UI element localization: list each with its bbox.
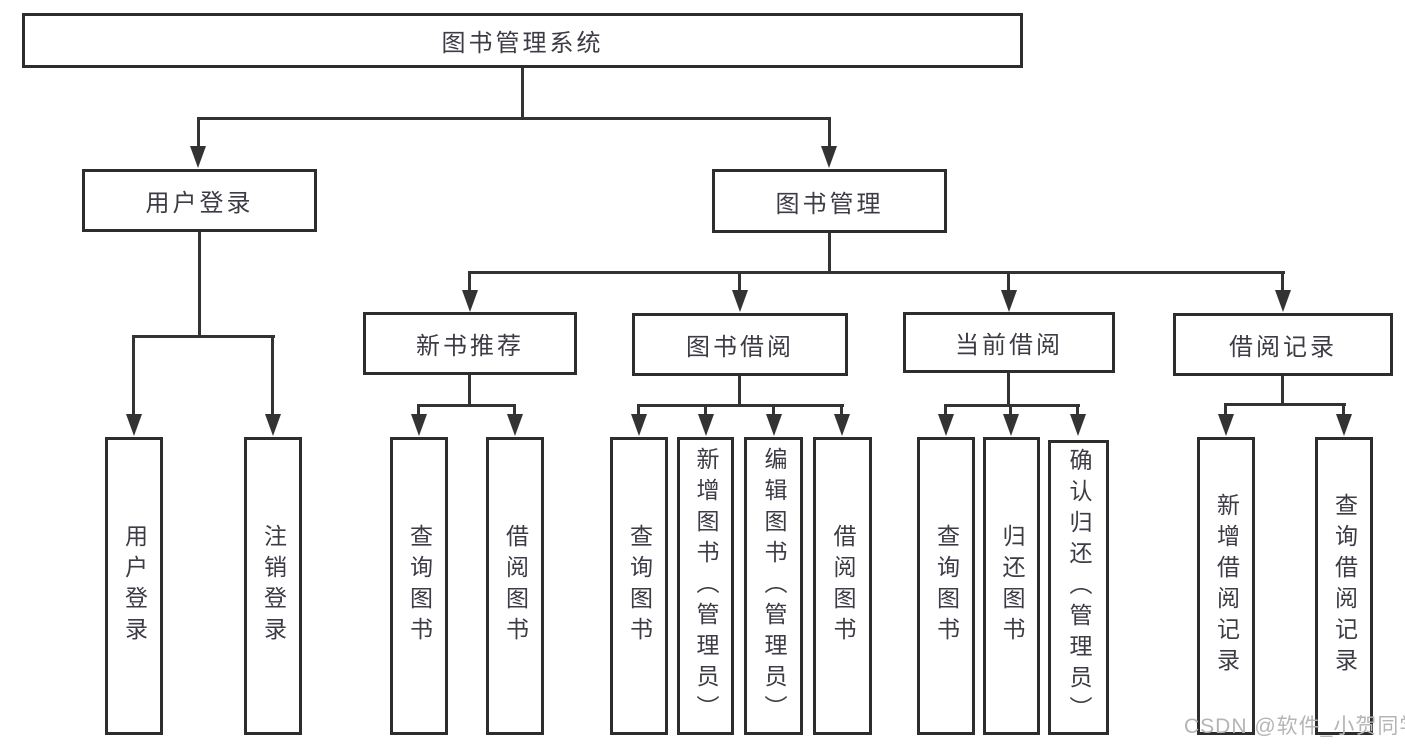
arrowhead-down-icon [631,414,647,436]
leaf-query-books-recommend: 查询图书 [390,437,448,735]
line-segment [468,271,1285,274]
line-segment [1224,403,1346,406]
line-segment [704,404,707,416]
leaf-logout-login: 注销登录 [244,437,302,735]
leaf-return-books-label: 归还图书 [999,524,1025,648]
node-book-management-label: 图书管理 [775,190,884,218]
leaf-borrow-books-label: 借阅图书 [830,524,856,648]
line-segment [197,117,200,148]
line-segment [1007,372,1010,406]
line-segment [417,404,516,407]
leaf-add-borrow-record-label: 新增借阅记录 [1213,493,1240,679]
node-book-borrow: 图书借阅 [632,313,848,376]
arrowhead-down-icon [1070,414,1086,436]
line-segment [1007,271,1010,293]
node-new-book-recommend-label: 新书推荐 [416,333,524,360]
line-segment [468,375,471,406]
leaf-borrow-books: 借阅图书 [813,437,872,735]
line-segment [468,271,471,293]
arrowhead-down-icon [126,414,142,436]
leaf-query-books-current-label: 查询图书 [933,524,960,648]
leaf-query-borrow-record: 查询借阅记录 [1315,437,1373,735]
leaf-borrow-books-recommend: 借阅图书 [486,437,544,735]
line-segment [738,376,741,406]
arrowhead-down-icon [1336,414,1352,436]
line-segment [198,232,201,337]
leaf-edit-books-admin: 编辑图书（管理员） [744,437,803,735]
node-user-login-branch-label: 用户登录 [145,190,254,217]
node-borrow-records: 借阅记录 [1173,313,1393,376]
line-segment [417,404,420,416]
line-segment [944,404,947,416]
node-new-book-recommend: 新书推荐 [363,312,577,375]
leaf-user-login: 用户登录 [105,437,163,735]
line-segment [772,404,775,416]
node-book-borrow-label: 图书借阅 [686,334,794,361]
arrowhead-down-icon [732,290,748,312]
line-segment [521,68,524,117]
arrowhead-down-icon [1001,290,1017,312]
leaf-query-borrow-record-label: 查询借阅记录 [1331,493,1358,679]
node-book-management: 图书管理 [712,169,947,233]
leaf-query-books-borrow: 查询图书 [610,437,668,735]
node-current-borrow: 当前借阅 [903,312,1115,373]
csdn-watermark: CSDN @软件_小贺同学 [1184,715,1405,738]
arrowhead-down-icon [1003,414,1019,436]
line-segment [1224,403,1227,416]
leaf-add-borrow-record: 新增借阅记录 [1197,437,1255,735]
arrowhead-down-icon [411,414,427,436]
arrowhead-down-icon [1275,290,1291,312]
leaf-confirm-return-admin-label: 确认归还（管理员） [1066,448,1092,727]
line-segment [513,404,516,416]
line-segment [1342,403,1345,416]
arrowhead-down-icon [462,290,478,312]
line-segment [1076,404,1079,416]
arrowhead-down-icon [821,146,837,168]
line-segment [637,404,640,416]
arrowhead-down-icon [834,414,850,436]
line-segment [132,335,275,338]
arrowhead-down-icon [190,146,206,168]
node-current-borrow-label: 当前借阅 [955,332,1063,359]
node-user-login-branch: 用户登录 [82,169,317,232]
line-segment [1281,376,1284,405]
arrowhead-down-icon [507,414,523,436]
line-segment [840,404,843,416]
leaf-query-books-current: 查询图书 [917,437,975,735]
leaf-return-books: 归还图书 [983,437,1040,735]
arrowhead-down-icon [938,414,954,436]
line-segment [132,335,135,416]
leaf-add-books-admin-label: 新增图书（管理员） [693,446,719,726]
node-root: 图书管理系统 [22,13,1023,68]
leaf-add-books-admin: 新增图书（管理员） [677,437,734,735]
leaf-confirm-return-admin: 确认归还（管理员） [1048,440,1109,735]
leaf-borrow-books-recommend-label: 借阅图书 [502,524,529,648]
line-segment [271,335,274,416]
arrowhead-down-icon [698,414,714,436]
node-borrow-records-label: 借阅记录 [1229,334,1337,361]
line-segment [637,404,844,407]
arrowhead-down-icon [766,414,782,436]
leaf-edit-books-admin-label: 编辑图书（管理员） [761,446,787,726]
line-segment [1009,404,1012,416]
leaf-user-login-label: 用户登录 [121,524,148,648]
leaf-query-books-borrow-label: 查询图书 [626,524,653,648]
node-root-label: 图书管理系统 [441,30,604,57]
line-segment [197,117,831,120]
line-segment [738,271,741,293]
line-segment [944,404,1080,407]
line-segment [828,233,831,274]
arrowhead-down-icon [265,414,281,436]
arrowhead-down-icon [1218,414,1234,436]
line-segment [828,117,831,148]
line-segment [1281,271,1284,293]
leaf-logout-login-label: 注销登录 [260,524,287,648]
leaf-query-books-recommend-label: 查询图书 [406,524,433,648]
